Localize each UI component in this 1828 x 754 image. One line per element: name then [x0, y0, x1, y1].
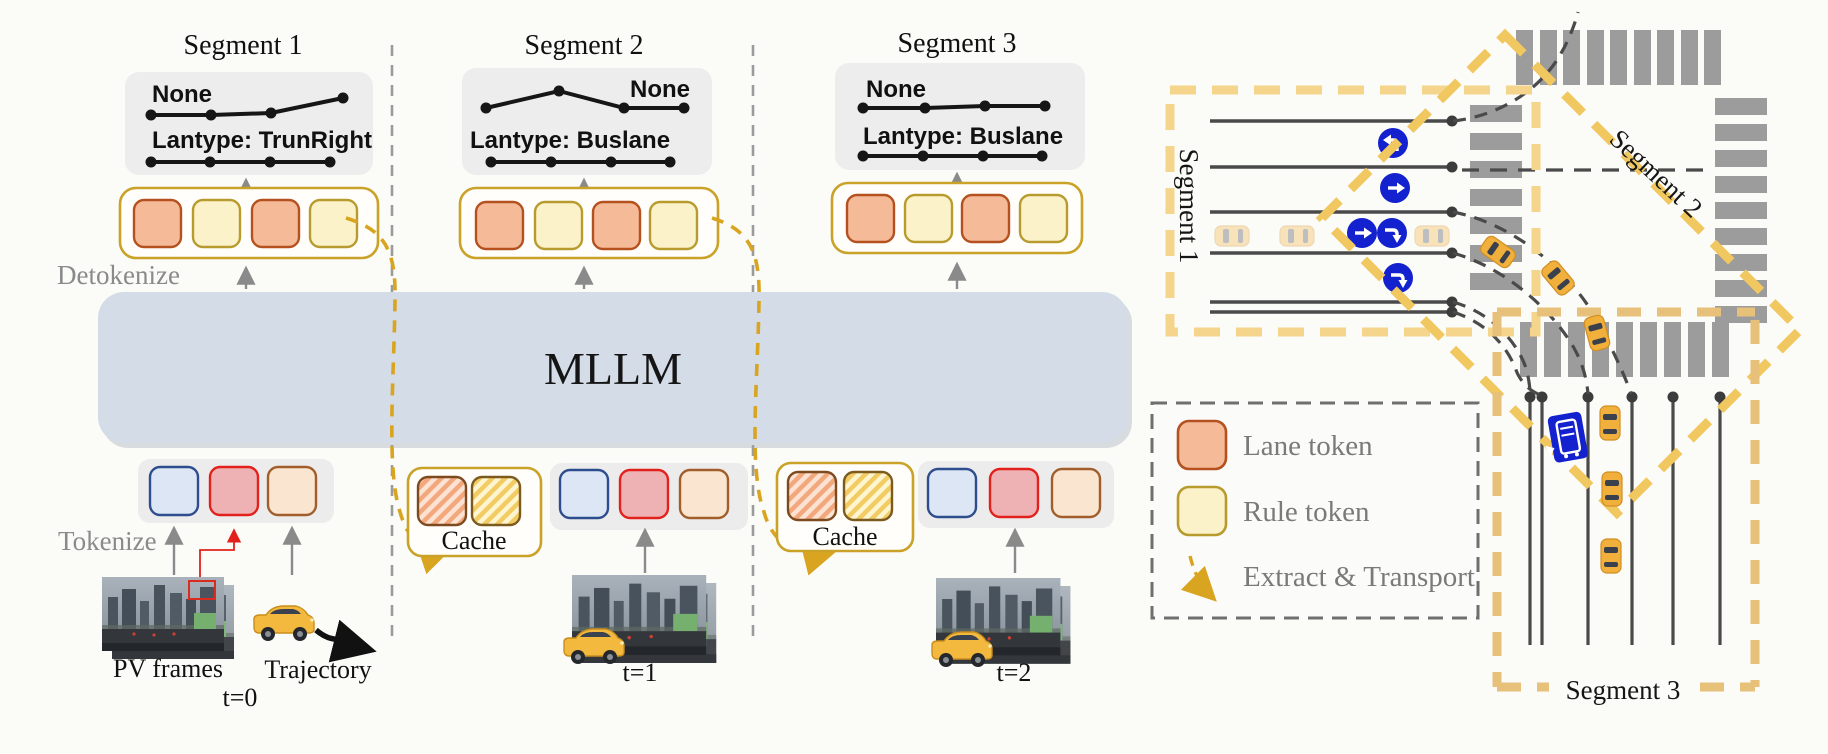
token-row-2 — [474, 200, 699, 251]
bus-lane-sign-icon — [1544, 411, 1588, 463]
traffic-sign-straight-icon — [1380, 173, 1410, 203]
pv-frames-label: PV frames — [113, 654, 223, 683]
cached-rule-token — [842, 470, 894, 522]
image-token — [1050, 467, 1102, 519]
pv-frames-image-1 — [102, 577, 224, 651]
segment-3-lane-label: Lantype: Buslane — [863, 123, 1063, 150]
cached-lane-token — [786, 470, 838, 522]
map-segment-2-label: Segment 2 — [1604, 123, 1708, 223]
image-token-highlighted — [208, 465, 260, 517]
lane-polyline-dots — [145, 156, 336, 168]
image-token-highlighted — [618, 468, 670, 520]
segment-2-output: Segment 2 None Lantype: Buslane — [458, 30, 720, 289]
lane-polyline-dots — [485, 156, 676, 168]
legend-rule-token-label: Rule token — [1243, 496, 1370, 528]
mllm-box: MLLM — [98, 292, 1132, 448]
cursor-icon — [1544, 445, 1555, 456]
segment-3-input: Cache t=2 — [775, 461, 1114, 687]
time-label-t0: t=0 — [223, 683, 258, 712]
crosswalk-bottom — [1520, 322, 1729, 377]
lane-graph-panel-2 — [462, 68, 712, 175]
bottom-road-lane-endpoints — [1524, 391, 1726, 403]
bottom-road-lanes — [1528, 398, 1722, 645]
token-row-3 — [845, 193, 1069, 244]
lane-graph-panel-3 — [835, 63, 1085, 170]
trajectory-token — [266, 465, 318, 517]
faded-cars — [1214, 225, 1450, 247]
mllm-label: MLLM — [544, 343, 682, 394]
left-road-lanes — [1210, 119, 1451, 314]
segment-1-output: Segment 1 None Lantype: TrunRight — [118, 30, 380, 289]
segment-1-lane-label: Lantype: TrunRight — [152, 127, 372, 154]
segment-2-none-label: None — [630, 76, 690, 103]
rule-token — [533, 200, 584, 251]
legend-extract-arrow-icon — [1180, 555, 1217, 602]
image-token — [926, 467, 978, 519]
tokenize-label: Tokenize — [58, 526, 157, 556]
lane-token — [474, 200, 525, 251]
trajectory-label: Trajectory — [264, 655, 371, 684]
legend-extract-label: Extract & Transport — [1243, 561, 1475, 593]
lane-token — [132, 198, 183, 249]
legend-box: Lane token Rule token Extract & Transpor… — [1150, 401, 1480, 620]
rule-token — [191, 198, 242, 249]
lane-polyline-dots — [857, 150, 1048, 162]
cached-rule-token — [470, 475, 522, 527]
traffic-sign-straight-icon — [1347, 218, 1377, 248]
time-label-t1: t=1 — [623, 658, 658, 687]
segment-3-output: Segment 3 None Lantype: Buslane — [830, 28, 1085, 289]
map-segment-3-region — [1492, 307, 1760, 692]
legend-lane-token-label: Lane token — [1243, 430, 1373, 462]
rule-token — [1018, 193, 1069, 244]
legend-lane-token-swatch — [1176, 419, 1228, 471]
lane-polyline — [151, 96, 344, 117]
segment-1-title: Segment 1 — [184, 30, 303, 61]
trajectory-arrow — [314, 619, 377, 663]
segment-2-title: Segment 2 — [525, 30, 644, 61]
map-segment-2-region — [1315, 28, 1807, 520]
patch-highlight-box — [188, 580, 216, 600]
segment-3-title: Segment 3 — [898, 28, 1017, 59]
traffic-sign-turn-right-icon — [1377, 218, 1407, 248]
rule-token — [903, 193, 954, 244]
lane-polyline-dots — [480, 85, 690, 114]
map-segment-1-label: Segment 1 — [1174, 149, 1204, 264]
cache-label-3: Cache — [813, 522, 878, 551]
segment-2-lane-label: Lantype: Buslane — [470, 127, 670, 154]
cached-lane-token — [416, 475, 468, 527]
segment-1-none-label: None — [152, 81, 212, 108]
segment-3-none-label: None — [866, 76, 926, 103]
trajectory-car — [253, 605, 315, 642]
rule-token — [308, 198, 359, 249]
detokenize-label: Detokenize — [57, 260, 180, 290]
map-segment-3-label: Segment 3 — [1566, 675, 1681, 705]
left-road-lane-endpoints — [1446, 115, 1458, 318]
lane-token — [591, 200, 642, 251]
lane-token — [250, 198, 301, 249]
map-segment-1-region — [1165, 85, 1541, 337]
lane-polyline-dots — [857, 100, 1051, 114]
image-token — [558, 468, 610, 520]
lane-graph-panel-1 — [125, 72, 373, 175]
lane-polyline-dots — [145, 92, 349, 121]
image-token — [678, 468, 730, 520]
lane-polyline — [485, 88, 684, 110]
token-row-1 — [132, 198, 359, 249]
lane-token — [845, 193, 896, 244]
image-token-highlighted — [988, 467, 1040, 519]
segment-2-input: Cache t=1 — [406, 463, 748, 687]
lane-polyline — [863, 104, 1045, 110]
segment-1-input: PV frames Trajectory t=0 — [102, 459, 377, 712]
traffic-sign-turn-right-icon — [1383, 263, 1413, 293]
rule-token — [648, 200, 699, 251]
lane-token — [960, 193, 1011, 244]
legend-rule-token-swatch — [1176, 485, 1228, 537]
trajectory-curves — [1452, 11, 1712, 397]
time-label-t2: t=2 — [997, 658, 1032, 687]
image-token — [148, 465, 200, 517]
patch-highlight-arrow — [199, 528, 242, 580]
cache-label-2: Cache — [442, 526, 507, 555]
extract-transport-curve-2 — [711, 216, 839, 576]
